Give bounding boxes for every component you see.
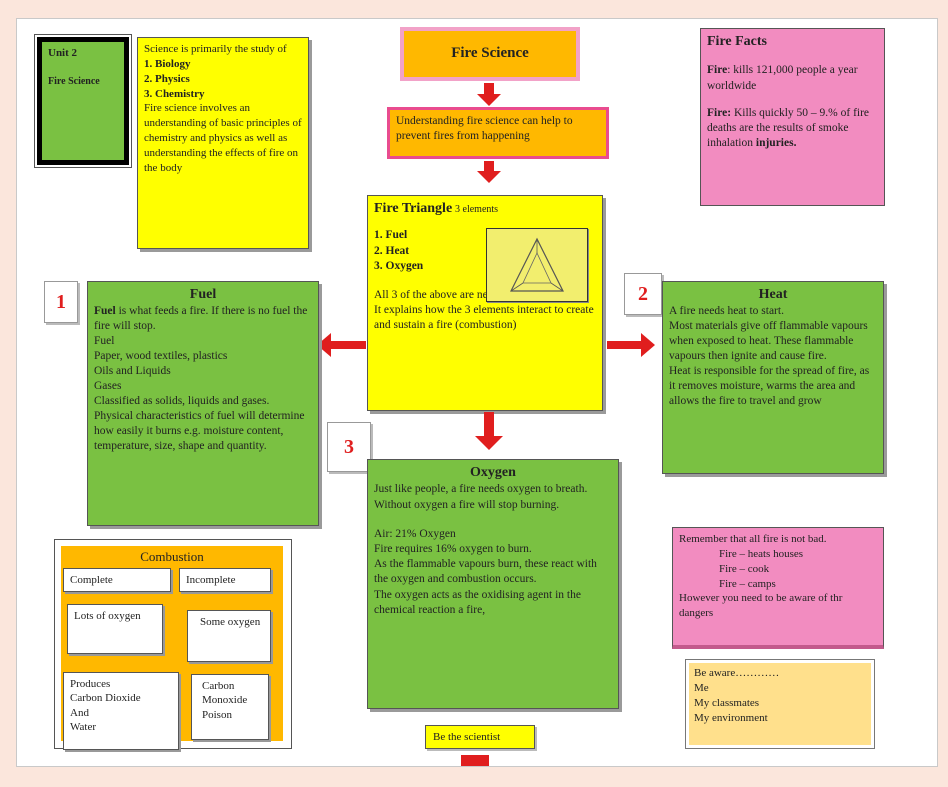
combustion-frame: Combustion Complete Incomplete Lots of o… [54, 539, 292, 750]
heat-line: Heat is responsible for the spread of fi… [669, 364, 870, 407]
fire-facts-box: Fire Facts Fire: kills 121,000 people a … [700, 28, 885, 206]
combustion-incomplete: Incomplete [179, 568, 271, 592]
be-aware-frame: Be aware………… Me My classmates My environ… [685, 659, 875, 749]
fire-facts-title: Fire Facts [707, 34, 767, 49]
arrow-down-head [477, 171, 501, 183]
unit-number: Unit 2 [48, 47, 78, 59]
arrow-down [484, 412, 494, 436]
be-the-scientist-box: Be the scientist [425, 725, 535, 749]
science-intro: Science is primarily the study of [144, 43, 287, 55]
arrow-right [607, 341, 641, 349]
be-aware-box: Be aware………… Me My classmates My environ… [689, 663, 871, 745]
fuel-line: Fuel [94, 335, 115, 348]
heat-title: Heat [758, 287, 788, 302]
fuel-line: Oils and Liquids [94, 364, 171, 377]
arrow-left [330, 341, 366, 349]
section-number-fuel: 1 [44, 281, 78, 323]
oxygen-line: Air: 21% Oxygen [374, 527, 456, 540]
lots-of-oxygen: Lots of oxygen [67, 604, 163, 654]
produces-co2-water: Produces Carbon Dioxide And Water [63, 672, 179, 750]
prevent-fires-box: Understanding fire science can help to p… [387, 107, 609, 159]
arrow-down [484, 161, 494, 171]
section-number-heat: 2 [624, 273, 662, 315]
heat-line: Most materials give off flammable vapour… [669, 320, 868, 362]
arrow-down-head [475, 436, 503, 450]
heat-line: A fire needs heat to start. [669, 305, 784, 318]
combustion-complete: Complete [63, 568, 171, 592]
scientist-text: Be the scientist [433, 731, 501, 743]
section-number-oxygen: 3 [327, 422, 371, 472]
arrow-down-head [477, 94, 501, 106]
remember-item: Fire – heats houses [719, 547, 804, 560]
unit-box: Unit 2 Fire Science [34, 34, 132, 168]
science-item: 1. Biology [144, 57, 191, 70]
fire-triangle-diagram-image [486, 228, 588, 302]
oxygen-line: The oxygen acts as the oxidising agent i… [374, 588, 581, 616]
science-item: 2. Physics [144, 72, 190, 85]
arrow-down [484, 83, 494, 95]
triangle-item: 3. Oxygen [374, 259, 424, 272]
fire-triangle-box: Fire Triangle 3 elements 1. Fuel 2. Heat… [367, 195, 603, 411]
prevent-text: Understanding fire science can help to p… [396, 115, 573, 143]
heat-box: Heat A fire needs heat to start. Most ma… [662, 281, 884, 474]
arrow-down [461, 755, 489, 766]
fuel-line: Physical characteristics of fuel will de… [94, 409, 305, 452]
triangle-item: 1. Fuel [374, 229, 408, 242]
main-title-box: Fire Science [400, 27, 580, 81]
triangle-text: It explains how the 3 elements interact … [374, 304, 594, 332]
combustion-title: Combustion [140, 549, 204, 564]
combustion-panel: Combustion Complete Incomplete Lots of o… [61, 546, 283, 750]
fuel-line: Gases [94, 379, 122, 392]
oxygen-title: Oxygen [470, 465, 516, 480]
oxygen-box: Oxygen Just like people, a fire needs ox… [367, 459, 619, 709]
arrow-right-head [641, 333, 655, 357]
oxygen-intro: Just like people, a fire needs oxygen to… [374, 483, 588, 511]
fire-fact: Fire: Kills quickly 50 – 9.% of fire dea… [707, 106, 870, 150]
arrow-left-head [317, 333, 331, 357]
unit-name: Fire Science [48, 75, 100, 87]
remember-box: Remember that all fire is not bad. Fire … [672, 527, 884, 649]
carbon-monoxide: Carbon Monoxide Poison [191, 674, 269, 740]
be-aware-item: Me [694, 681, 709, 694]
some-oxygen: Some oxygen [187, 610, 271, 662]
triangle-icon [510, 237, 564, 292]
fuel-line: Paper, wood textiles, plastics [94, 350, 228, 362]
remember-item: Fire – cook [719, 562, 770, 575]
fuel-lead: Fuel is what feeds a fire. If there is n… [94, 305, 308, 333]
science-definition-box: Science is primarily the study of 1. Bio… [137, 37, 309, 249]
fire-fact: Fire: kills 121,000 people a year worldw… [707, 64, 858, 92]
fuel-box: Fuel Fuel is what feeds a fire. If there… [87, 281, 319, 526]
remember-item: Fire – camps [719, 577, 776, 590]
triangle-item: 2. Heat [374, 244, 410, 257]
science-item: 3. Chemistry [144, 87, 205, 100]
main-title: Fire Science [451, 45, 529, 62]
science-body: Fire science involves an understanding o… [144, 102, 302, 174]
be-aware-title: Be aware………… [694, 667, 780, 679]
triangle-heading: Fire Triangle 3 elements [374, 201, 499, 216]
fuel-line: Classified as solids, liquids and gases. [94, 394, 270, 407]
be-aware-item: My environment [694, 711, 768, 724]
remember-line: However you need to be aware of thr dang… [679, 592, 843, 620]
be-aware-item: My classmates [694, 696, 760, 709]
worksheet-page: Unit 2 Fire Science Science is primarily… [16, 18, 938, 767]
oxygen-line: Fire requires 16% oxygen to burn. [374, 542, 532, 555]
remember-line: Remember that all fire is not bad. [679, 533, 827, 545]
fuel-title: Fuel [189, 287, 217, 302]
oxygen-line: As the flammable vapours burn, these rea… [374, 558, 597, 586]
